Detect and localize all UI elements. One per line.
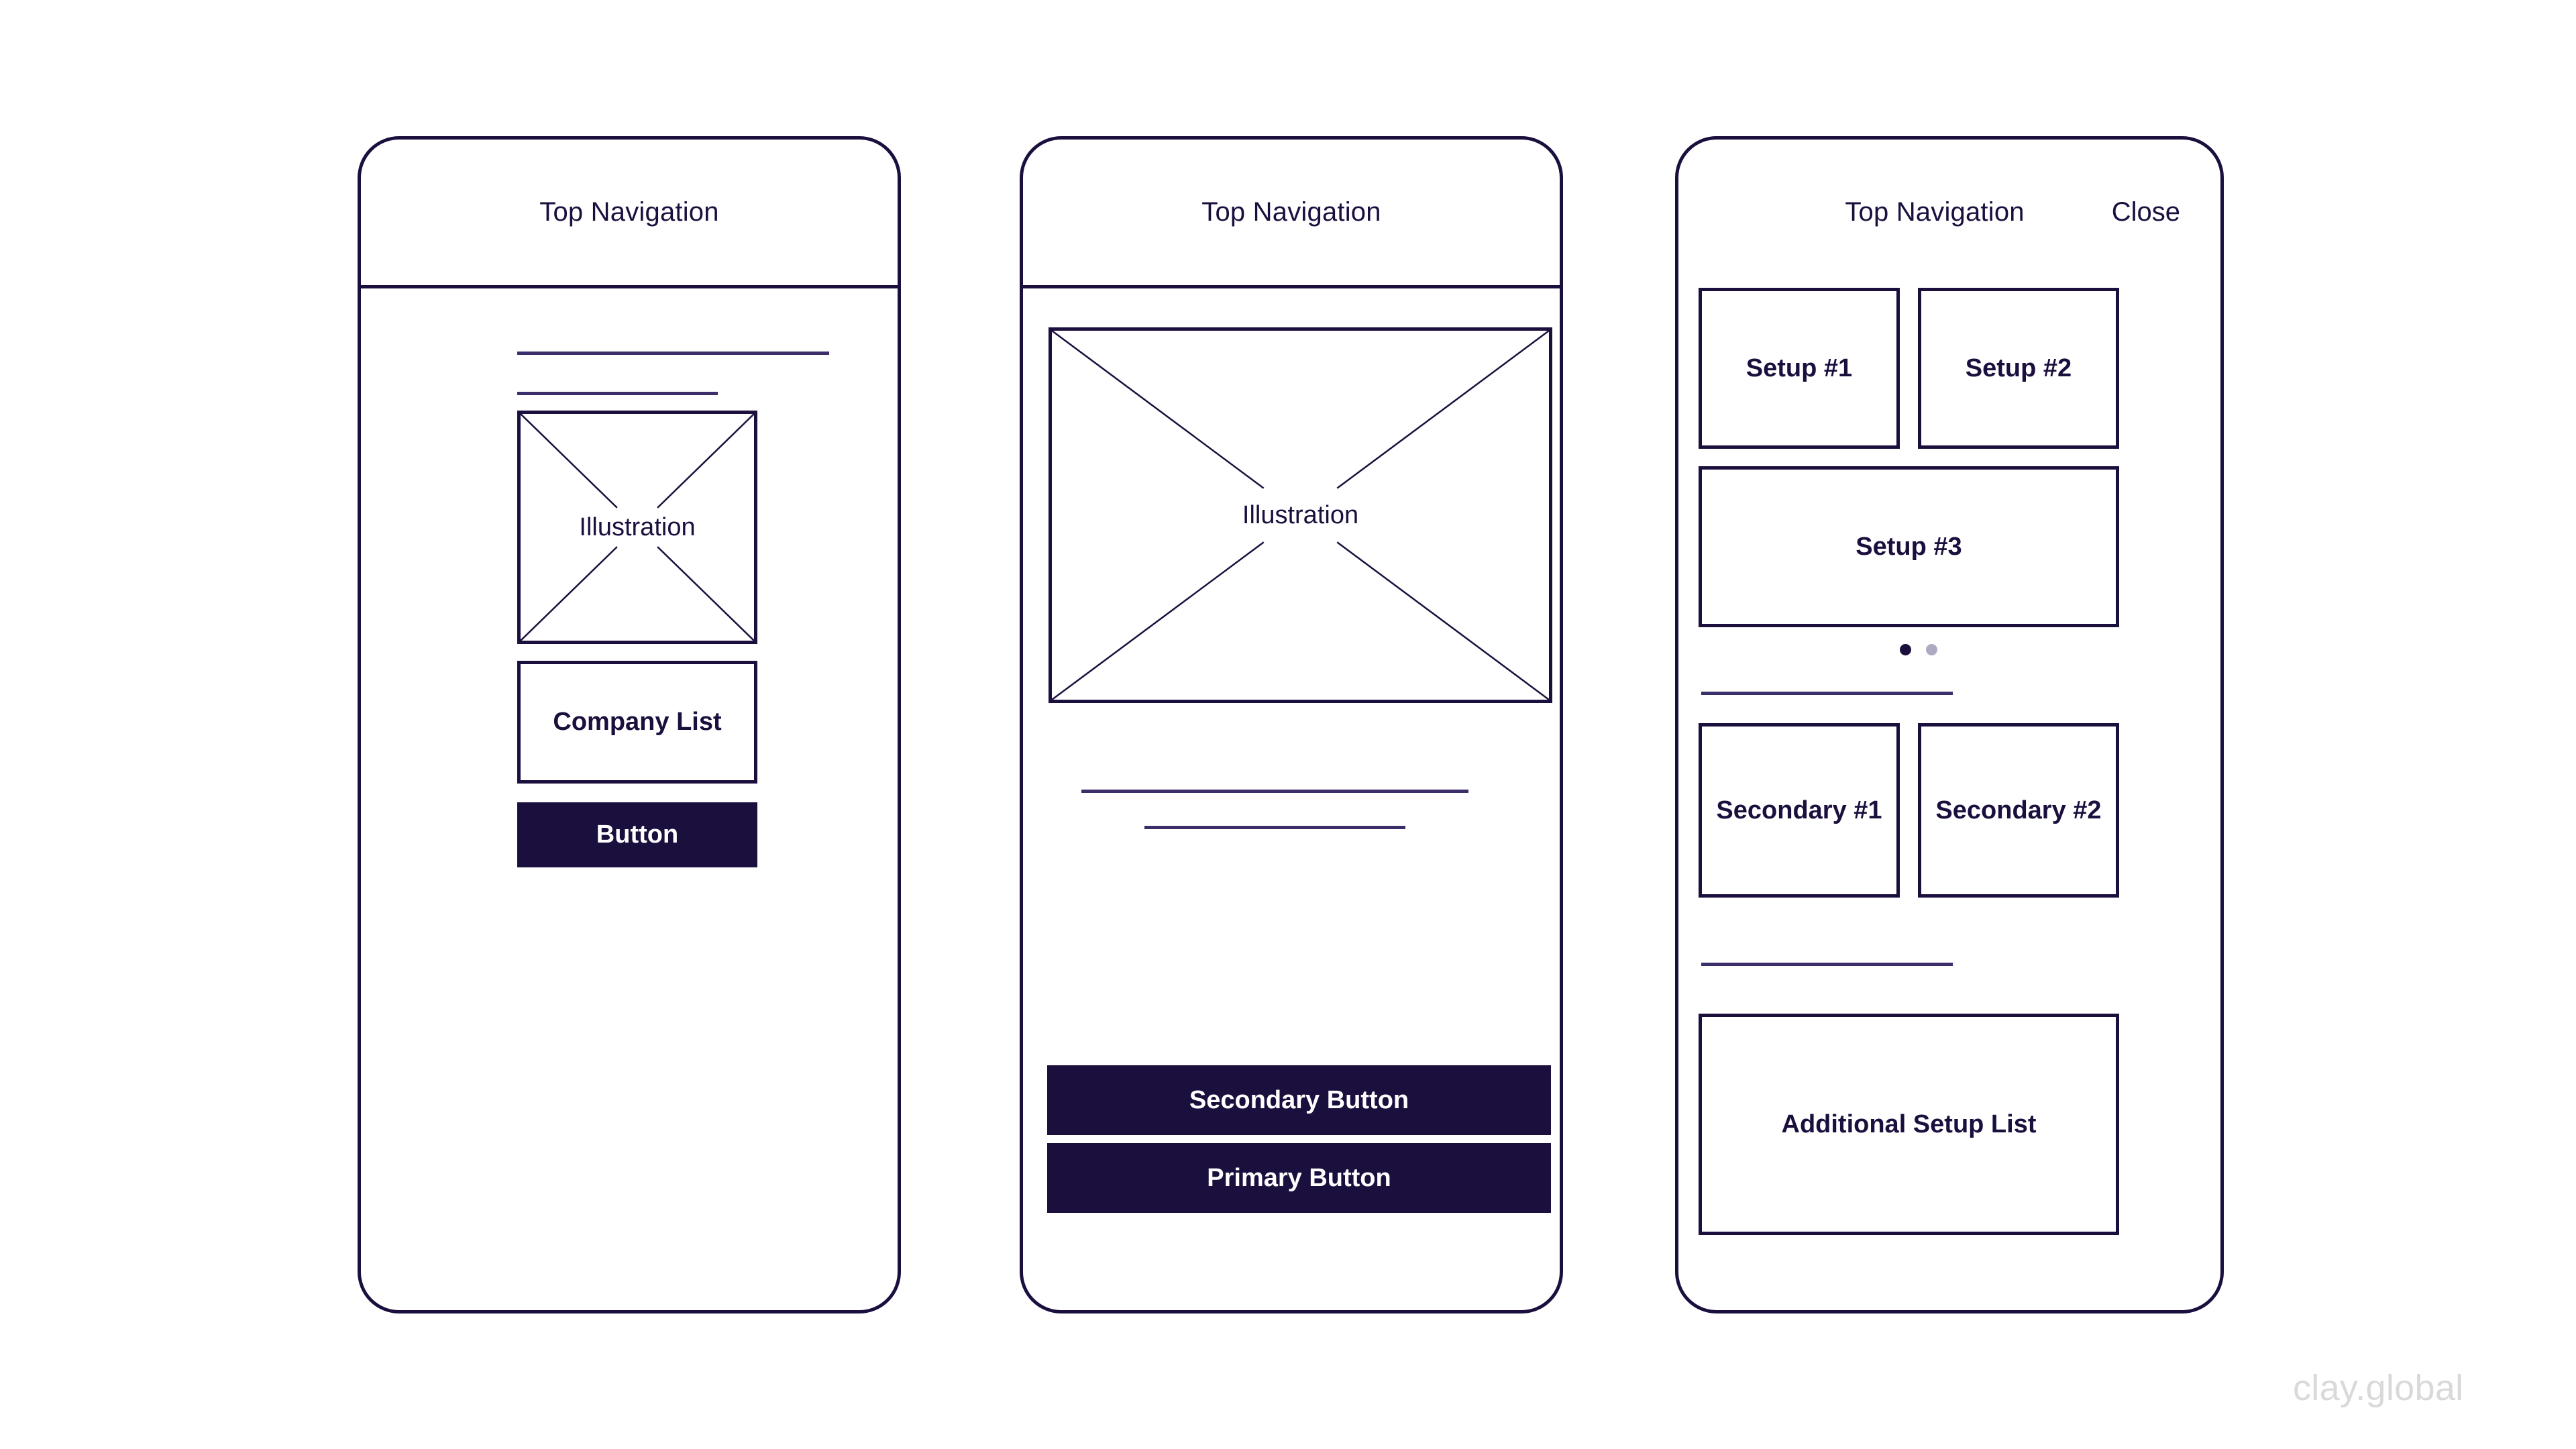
additional-setup-list-label: Additional Setup List	[1770, 1110, 2047, 1139]
additional-setup-list[interactable]: Additional Setup List	[1699, 1014, 2119, 1235]
company-list-label: Company List	[542, 708, 733, 737]
secondary-card-2[interactable]: Secondary #2	[1918, 723, 2119, 898]
top-navigation-title-1: Top Navigation	[539, 197, 719, 227]
illustration-cross-icon	[1052, 331, 1549, 700]
setup-card-3[interactable]: Setup #3	[1699, 466, 2119, 627]
secondary-button-label: Secondary Button	[1189, 1085, 1409, 1114]
pagination-dot-2[interactable]	[1926, 644, 1937, 655]
illustration-label-2: Illustration	[1231, 500, 1370, 530]
top-navigation-title-2: Top Navigation	[1201, 197, 1381, 227]
top-navigation-bar-3: Top Navigation Close	[1678, 140, 2220, 285]
primary-button-label-screen-1: Button	[596, 820, 679, 849]
top-navigation-divider-2	[1023, 285, 1560, 288]
section-divider-bar-2	[1701, 963, 1953, 966]
subheadline-placeholder-bar-2	[1144, 826, 1405, 829]
illustration-placeholder-1: Illustration	[517, 411, 757, 644]
carousel-pagination[interactable]	[1900, 644, 1937, 655]
setup-card-1[interactable]: Setup #1	[1699, 288, 1900, 449]
primary-button-screen-2[interactable]: Primary Button	[1047, 1143, 1551, 1213]
setup-card-2[interactable]: Setup #2	[1918, 288, 2119, 449]
top-navigation-bar-2[interactable]: Top Navigation	[1023, 140, 1560, 285]
phone-frame-1: Top Navigation Illustration Company List…	[358, 136, 901, 1313]
phone-frame-3: Top Navigation Close Setup #1 Setup #2 S…	[1675, 136, 2224, 1313]
close-button[interactable]: Close	[2111, 197, 2180, 227]
secondary-card-1[interactable]: Secondary #1	[1699, 723, 1900, 898]
illustration-label-1: Illustration	[568, 513, 706, 542]
illustration-placeholder-2: Illustration	[1049, 327, 1552, 703]
headline-placeholder-bar-2	[1081, 790, 1468, 793]
watermark-text: clay.global	[2293, 1368, 2464, 1408]
company-list-placeholder[interactable]: Company List	[517, 661, 757, 784]
setup-card-1-label: Setup #1	[1735, 354, 1864, 383]
secondary-card-1-label: Secondary #1	[1705, 796, 1893, 825]
top-navigation-bar-1[interactable]: Top Navigation	[361, 140, 898, 285]
section-divider-bar-1	[1701, 692, 1953, 695]
setup-card-3-label: Setup #3	[1845, 532, 1973, 561]
top-navigation-title-3: Top Navigation	[1845, 197, 2025, 227]
phone-frame-2: Top Navigation Illustration Secondary Bu…	[1020, 136, 1563, 1313]
secondary-card-2-label: Secondary #2	[1925, 796, 2112, 825]
secondary-button-screen-2[interactable]: Secondary Button	[1047, 1065, 1551, 1135]
subheadline-placeholder-bar-1	[517, 392, 718, 395]
setup-card-2-label: Setup #2	[1954, 354, 2083, 383]
primary-button-screen-1[interactable]: Button	[517, 802, 757, 867]
illustration-cross-icon	[521, 414, 754, 641]
headline-placeholder-bar-1	[517, 352, 829, 355]
pagination-dot-1[interactable]	[1900, 644, 1911, 655]
top-navigation-divider-1	[361, 285, 898, 288]
primary-button-label: Primary Button	[1207, 1163, 1391, 1192]
